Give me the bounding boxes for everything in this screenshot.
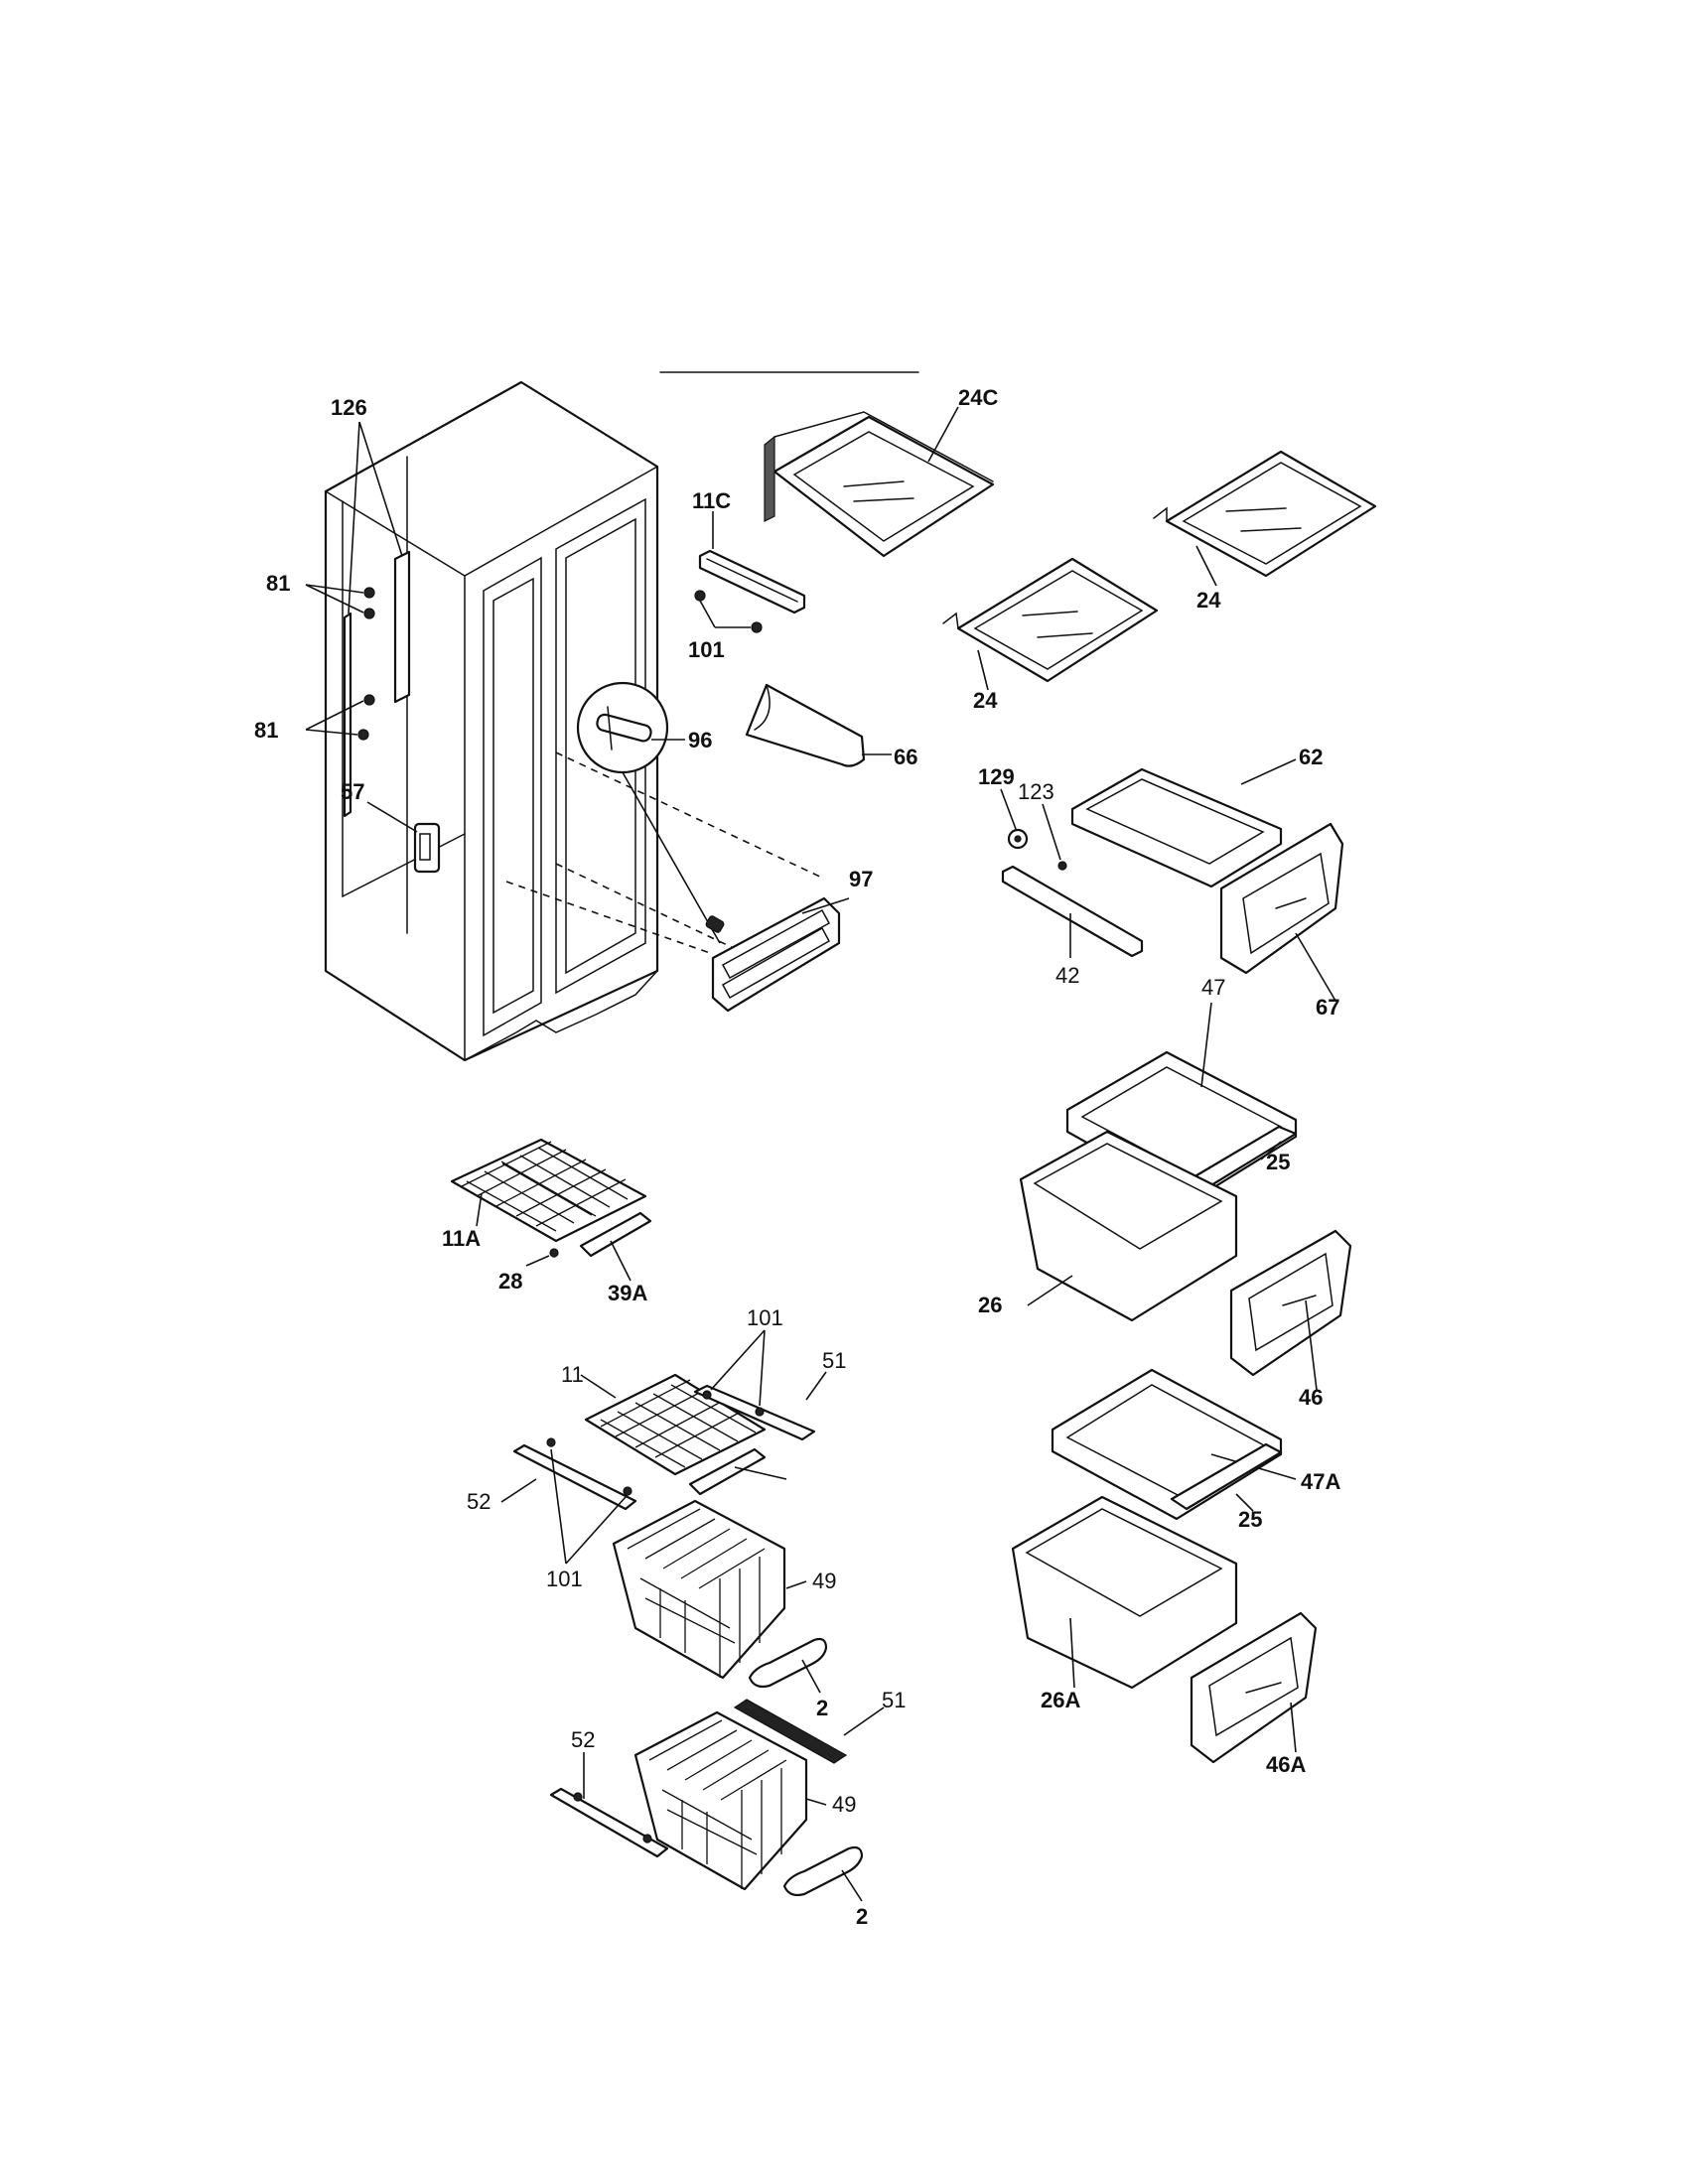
callout-52-top: 52 (467, 1489, 491, 1514)
callout-labels: 126 81 81 57 96 97 11C 101 66 24C 24 24 … (254, 385, 1340, 1929)
callout-47: 47 (1201, 975, 1225, 1000)
drain-pan-97 (711, 896, 850, 1013)
callout-49-lower: 49 (832, 1792, 856, 1817)
callout-39a: 39A (608, 1281, 647, 1305)
callout-11: 11 (561, 1362, 584, 1387)
callout-24-middle: 24 (973, 688, 998, 713)
wire-basket-49-lower (633, 1710, 827, 1891)
callout-129: 129 (978, 764, 1015, 789)
screw-123 (1042, 803, 1067, 871)
callout-52-lower: 52 (571, 1727, 595, 1752)
rail-39 (688, 1447, 787, 1496)
callout-24-right: 24 (1196, 588, 1221, 613)
callout-25-upper: 25 (1266, 1150, 1290, 1174)
pan-62 (1070, 758, 1297, 888)
screw-28 (525, 1248, 559, 1267)
wire-shelf-11a (450, 1138, 647, 1243)
screws-101-top (694, 590, 763, 633)
switch-57 (366, 801, 441, 874)
crisper-front-46a (1190, 1611, 1318, 1764)
rail-51-top (693, 1371, 827, 1441)
callout-46: 46 (1299, 1385, 1323, 1410)
callout-25-lower: 25 (1238, 1507, 1262, 1532)
handle-2-upper (748, 1637, 828, 1694)
callout-42: 42 (1055, 963, 1079, 988)
callout-126: 126 (331, 395, 367, 420)
roller-129 (1000, 788, 1029, 850)
callout-26: 26 (978, 1293, 1002, 1317)
handle-2-lower (782, 1845, 864, 1902)
rail-51-lower (733, 1699, 885, 1764)
wire-shelf-11 (580, 1373, 767, 1476)
crisper-drawer-26 (1019, 1130, 1238, 1322)
screws-101-mid (702, 1329, 766, 1417)
callout-26a: 26A (1041, 1688, 1080, 1712)
crisper-drawer-26a (1011, 1495, 1238, 1690)
shelf-bracket-11c (698, 511, 806, 614)
callout-2-upper: 2 (816, 1696, 828, 1720)
screws-101-lower (550, 1448, 627, 1565)
callout-47a: 47A (1301, 1469, 1340, 1494)
rail-42 (1001, 865, 1144, 958)
glass-shelf-24-middle (942, 557, 1159, 691)
callout-123: 123 (1018, 779, 1054, 804)
callout-97: 97 (849, 867, 873, 891)
rail-52-lower (549, 1752, 669, 1858)
callout-57: 57 (341, 779, 364, 804)
callout-51-lower: 51 (882, 1688, 906, 1712)
callout-51-top: 51 (822, 1348, 846, 1373)
rail-25-lower (1170, 1442, 1283, 1512)
callout-24c: 24C (958, 385, 998, 410)
callout-11c: 11C (692, 488, 731, 513)
wire-basket-49-upper (612, 1499, 807, 1680)
callout-28: 28 (498, 1269, 522, 1294)
screws-81 (305, 584, 375, 741)
rail-52-top (500, 1437, 637, 1511)
callout-49-upper: 49 (812, 1569, 836, 1593)
callout-67: 67 (1316, 995, 1339, 1020)
glass-shelf-24c (764, 406, 995, 558)
glass-shelf-24-right (1153, 450, 1377, 587)
crisper-front-46 (1229, 1229, 1352, 1391)
callout-62: 62 (1299, 745, 1323, 769)
callout-81-upper: 81 (266, 571, 290, 596)
callout-101-lower: 101 (546, 1567, 583, 1591)
callout-66: 66 (894, 745, 917, 769)
trim-strip-126 (343, 421, 411, 818)
crisper-cover-67 (1219, 822, 1344, 1002)
rail-39a (579, 1211, 652, 1282)
callout-46a: 46A (1266, 1752, 1306, 1777)
callout-2-lower: 2 (856, 1904, 868, 1929)
callout-81-lower: 81 (254, 718, 278, 743)
callout-11a: 11A (442, 1226, 481, 1251)
callout-96: 96 (688, 728, 712, 752)
callout-101-top: 101 (688, 637, 725, 662)
cover-66 (745, 683, 892, 767)
hinge-pin-96 (576, 681, 725, 944)
callout-101-mid: 101 (747, 1305, 783, 1330)
